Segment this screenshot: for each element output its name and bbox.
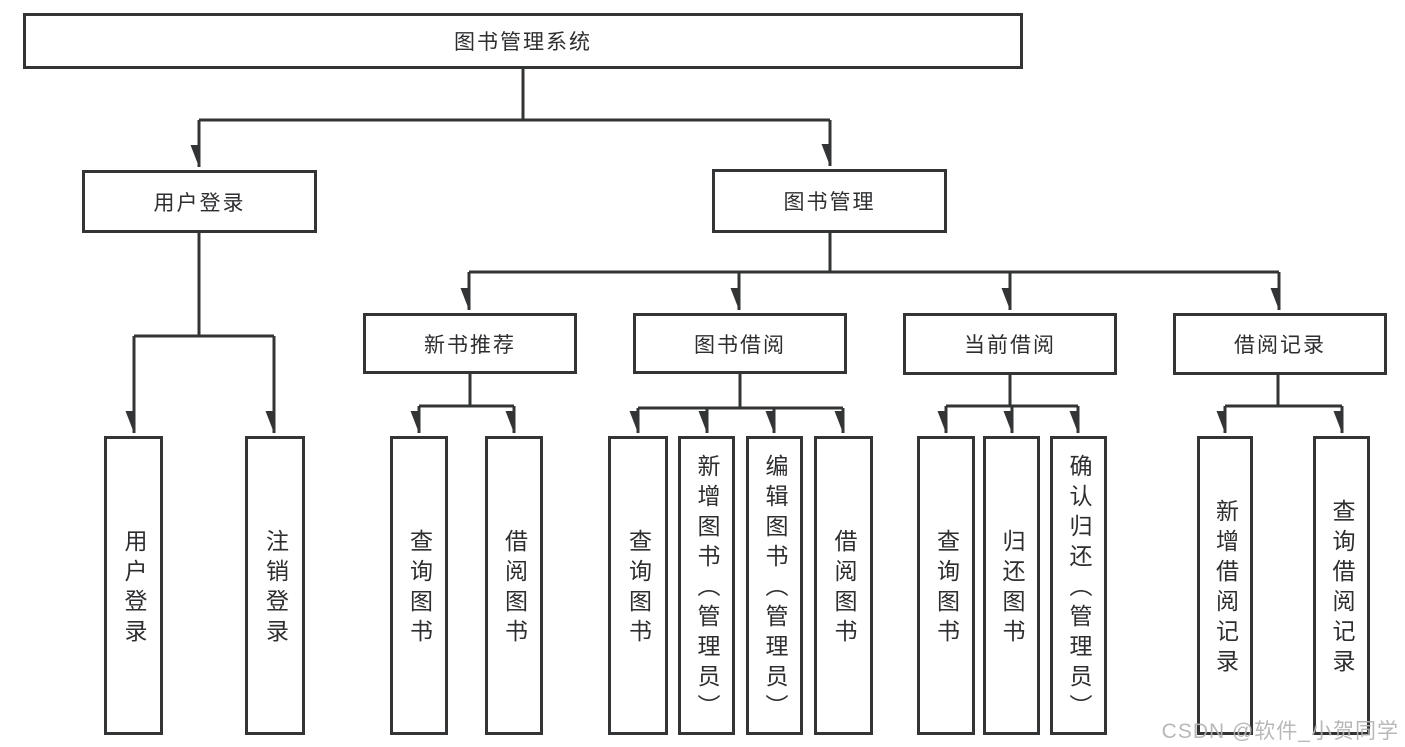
leaf-confirm-return-admin: 确认归还（管理员） xyxy=(1050,436,1107,735)
leaf-user-login: 用户登录 xyxy=(104,436,163,735)
node-new-book-recommend: 新书推荐 xyxy=(363,313,577,374)
leaf-add-borrow-record: 新增借阅记录 xyxy=(1197,436,1253,735)
leaf-return-book: 归还图书 xyxy=(983,436,1040,735)
leaf-query-borrow-record: 查询借阅记录 xyxy=(1313,436,1370,735)
leaf-logout: 注销登录 xyxy=(245,436,305,735)
csdn-watermark: CSDN @软件_小贺同学 xyxy=(1161,720,1399,743)
leaf-borrow-books-2: 借阅图书 xyxy=(814,436,873,735)
node-borrow-records: 借阅记录 xyxy=(1173,313,1387,375)
node-current-borrow: 当前借阅 xyxy=(903,313,1117,375)
node-book-management: 图书管理 xyxy=(712,169,947,233)
node-root-library-system: 图书管理系统 xyxy=(23,13,1023,69)
leaf-edit-book-admin: 编辑图书（管理员） xyxy=(746,436,803,735)
leaf-query-books-2: 查询图书 xyxy=(608,436,668,735)
leaf-query-books-1: 查询图书 xyxy=(390,436,448,735)
leaf-borrow-books-1: 借阅图书 xyxy=(485,436,543,735)
node-user-login: 用户登录 xyxy=(82,170,317,233)
leaf-add-book-admin: 新增图书（管理员） xyxy=(678,436,735,735)
leaf-query-books-3: 查询图书 xyxy=(917,436,975,735)
node-book-borrow: 图书借阅 xyxy=(633,313,847,374)
